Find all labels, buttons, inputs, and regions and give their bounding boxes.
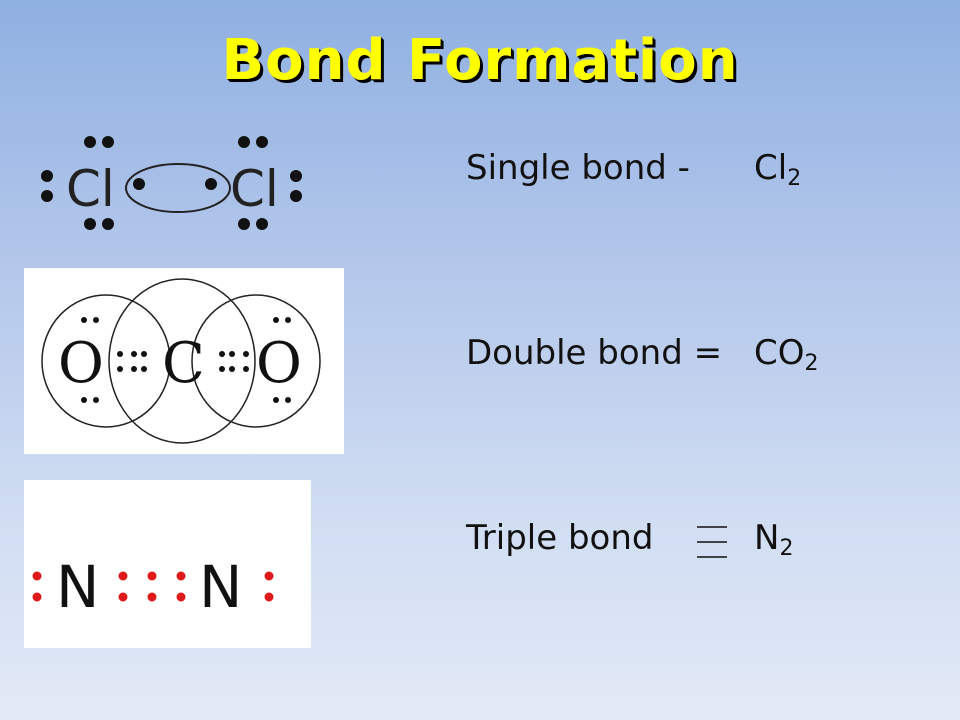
cl-atom-left: Cl xyxy=(66,160,115,218)
n2-diagram-panel: N N xyxy=(24,480,311,648)
co2-lewis-diagram: O C O xyxy=(41,278,321,444)
single-bond-label: Single bond - xyxy=(466,148,690,188)
cl-atom-right: Cl xyxy=(230,160,279,218)
o-atom-right: O xyxy=(256,331,302,396)
formula-main: Cl xyxy=(754,148,788,188)
double-bond-label: Double bond = xyxy=(466,333,723,373)
formula-subscript: 2 xyxy=(779,536,794,561)
co2-formula: CO2 xyxy=(754,333,819,376)
formula-main: CO xyxy=(754,333,805,373)
triple-bond-symbol-icon xyxy=(697,526,727,558)
n-atom-right: N xyxy=(199,553,242,621)
n2-lewis-diagram: N N xyxy=(32,553,274,621)
co2-diagram-panel: O C O xyxy=(24,268,344,454)
triple-bond-label: Triple bond xyxy=(466,518,654,558)
c-atom: C xyxy=(162,331,205,396)
n2-electron-dots xyxy=(32,571,274,602)
slide-title: Bond Formation xyxy=(221,28,739,93)
cl2-formula: Cl2 xyxy=(754,148,801,191)
n-atom-left: N xyxy=(56,553,99,621)
n2-formula: N2 xyxy=(754,518,793,561)
formula-subscript: 2 xyxy=(787,166,802,191)
cl2-lewis-diagram: Cl Cl xyxy=(41,136,302,230)
shared-pair-ellipse xyxy=(125,163,231,213)
co2-electron-dots xyxy=(81,317,291,403)
formula-main: N xyxy=(754,518,780,558)
o-atom-left: O xyxy=(58,331,104,396)
cl-electron-dots xyxy=(41,136,302,230)
formula-subscript: 2 xyxy=(804,351,819,376)
